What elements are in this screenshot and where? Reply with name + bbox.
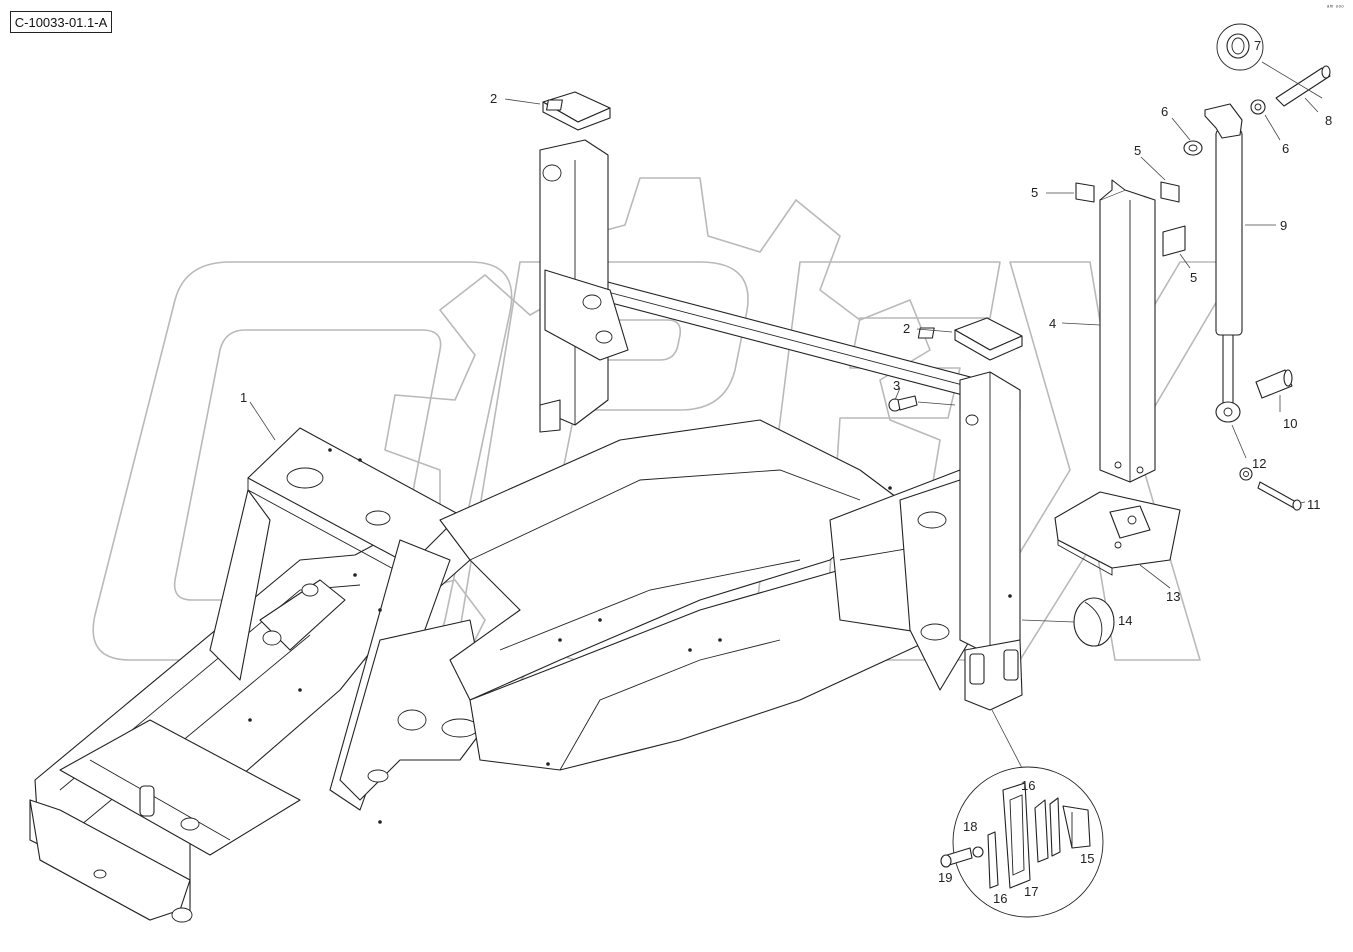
pad-part-5-a <box>1075 182 1095 203</box>
callout-3: 3 <box>893 378 900 393</box>
callout-17: 17 <box>1024 884 1038 899</box>
bushing-part-6-b <box>1250 99 1266 115</box>
cap-part-14 <box>1073 597 1115 647</box>
bolt-part-11 <box>1257 481 1302 511</box>
callout-1: 1 <box>240 390 247 405</box>
top-pad-right <box>917 317 1023 361</box>
main-frame-part-1 <box>29 139 1023 923</box>
callout-12: 12 <box>1252 456 1266 471</box>
wear-block-part-15 <box>1062 805 1091 849</box>
callout-5-lower: 5 <box>1190 270 1197 285</box>
callout-6-right: 6 <box>1282 141 1289 156</box>
nut-part-12 <box>1239 467 1253 481</box>
callout-10: 10 <box>1283 416 1297 431</box>
callout-11: 11 <box>1307 497 1321 512</box>
post-part-4 <box>1099 179 1156 483</box>
bushing-part-6-a <box>1183 140 1203 156</box>
washer-part-18 <box>972 846 984 858</box>
bracket-part-17 <box>1002 782 1031 889</box>
base-plate-part-13 <box>1054 491 1181 576</box>
watermark-letter-p <box>454 261 749 661</box>
gas-strut-part-9 <box>1204 103 1243 423</box>
callout-15: 15 <box>1080 851 1094 866</box>
callout-labels: 1 2 2 3 4 5 5 5 6 6 7 8 9 10 11 12 13 14… <box>240 38 1332 906</box>
callout-5-top: 5 <box>1134 143 1141 158</box>
callout-14: 14 <box>1118 613 1132 628</box>
callout-5-left: 5 <box>1031 185 1038 200</box>
callout-2-left: 2 <box>490 91 497 106</box>
callout-4: 4 <box>1049 316 1056 331</box>
callout-6-left: 6 <box>1161 104 1168 119</box>
callout-13: 13 <box>1166 589 1180 604</box>
detail-view <box>940 766 1104 918</box>
callout-16-bottom: 16 <box>993 891 1007 906</box>
pin-part-8 <box>1275 65 1331 107</box>
callout-16-top: 16 <box>1021 778 1035 793</box>
pad-part-5-c <box>1162 225 1186 257</box>
leader-lines <box>249 61 1323 769</box>
ring-part-7 <box>1216 23 1264 71</box>
callout-7: 7 <box>1254 38 1261 53</box>
callout-9: 9 <box>1280 218 1287 233</box>
callout-19: 19 <box>938 870 952 885</box>
shim-part-16-a <box>1034 799 1049 863</box>
callout-2-right: 2 <box>903 321 910 336</box>
bolt-part-3 <box>888 395 918 412</box>
drawing-reference-code: C-10033-01.1-A <box>10 11 112 33</box>
callout-18: 18 <box>963 819 977 834</box>
pad-part-5-b <box>1160 181 1180 203</box>
top-pad-left <box>542 91 611 131</box>
corner-mark: ᵃᵐ ᵒᵒᵒ <box>1327 5 1345 11</box>
callout-8: 8 <box>1325 113 1332 128</box>
shim-part-16-b <box>987 831 999 889</box>
sleeve-part-10 <box>1255 369 1293 399</box>
